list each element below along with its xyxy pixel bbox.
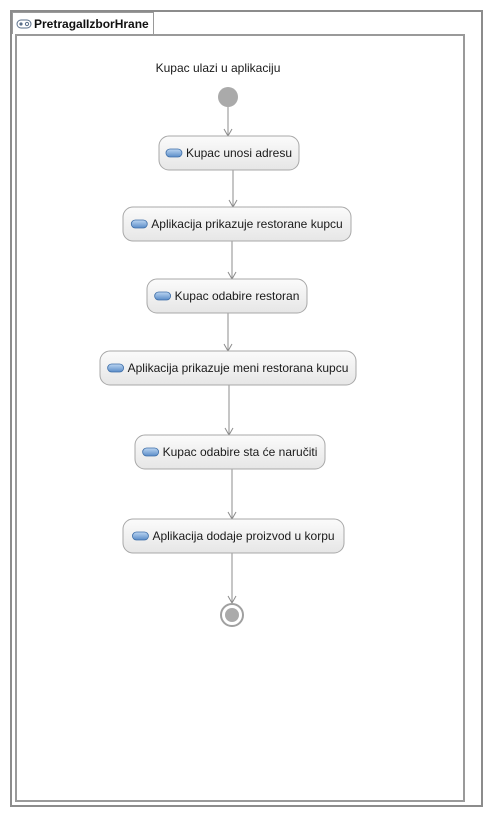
initial-node-icon[interactable] xyxy=(218,87,238,107)
action-icon xyxy=(154,291,172,301)
action-node-shape xyxy=(122,206,352,242)
start-note-label: Kupac ulazi u aplikaciju xyxy=(156,61,281,75)
action-node[interactable]: Kupac odabire restoran xyxy=(146,278,308,314)
action-node[interactable]: Aplikacija dodaje proizvod u korpu xyxy=(122,518,345,554)
final-node-icon[interactable] xyxy=(220,603,244,627)
action-node[interactable]: Aplikacija prikazuje restorane kupcu xyxy=(122,206,352,242)
diagram-title: PretragaIIzborHrane xyxy=(34,16,149,31)
diagram-tab[interactable]: PretragaIIzborHrane xyxy=(12,12,154,34)
control-flow-arrow xyxy=(227,553,237,605)
action-icon xyxy=(130,219,148,229)
action-icon xyxy=(132,531,149,541)
action-label: Kupac unosi adresu xyxy=(186,146,292,160)
action-node-shape xyxy=(122,518,345,554)
action-node-shape xyxy=(158,135,300,171)
control-flow-arrow xyxy=(228,170,238,209)
action-node-shape xyxy=(99,350,357,386)
action-icon xyxy=(165,148,183,158)
control-flow-arrow xyxy=(223,313,233,353)
action-icon xyxy=(142,447,160,457)
action-node-shape xyxy=(134,434,326,470)
activity-diagram-icon xyxy=(16,19,32,28)
control-flow-arrow xyxy=(224,385,234,437)
action-icon xyxy=(107,363,125,373)
action-node[interactable]: Kupac odabire sta će naručiti xyxy=(134,434,326,470)
action-node[interactable]: Kupac unosi adresu xyxy=(158,135,300,171)
action-label: Aplikacija prikazuje meni restorana kupc… xyxy=(128,361,349,375)
control-flow-arrow xyxy=(227,469,237,521)
control-flow-arrow xyxy=(223,107,233,138)
action-label: Aplikacija prikazuje restorane kupcu xyxy=(151,217,342,231)
action-node[interactable]: Aplikacija prikazuje meni restorana kupc… xyxy=(99,350,357,386)
action-label: Kupac odabire sta će naručiti xyxy=(163,445,318,459)
action-label: Kupac odabire restoran xyxy=(175,289,300,303)
control-flow-arrow xyxy=(227,241,237,281)
action-label: Aplikacija dodaje proizvod u korpu xyxy=(152,529,334,543)
action-node-shape xyxy=(146,278,308,314)
